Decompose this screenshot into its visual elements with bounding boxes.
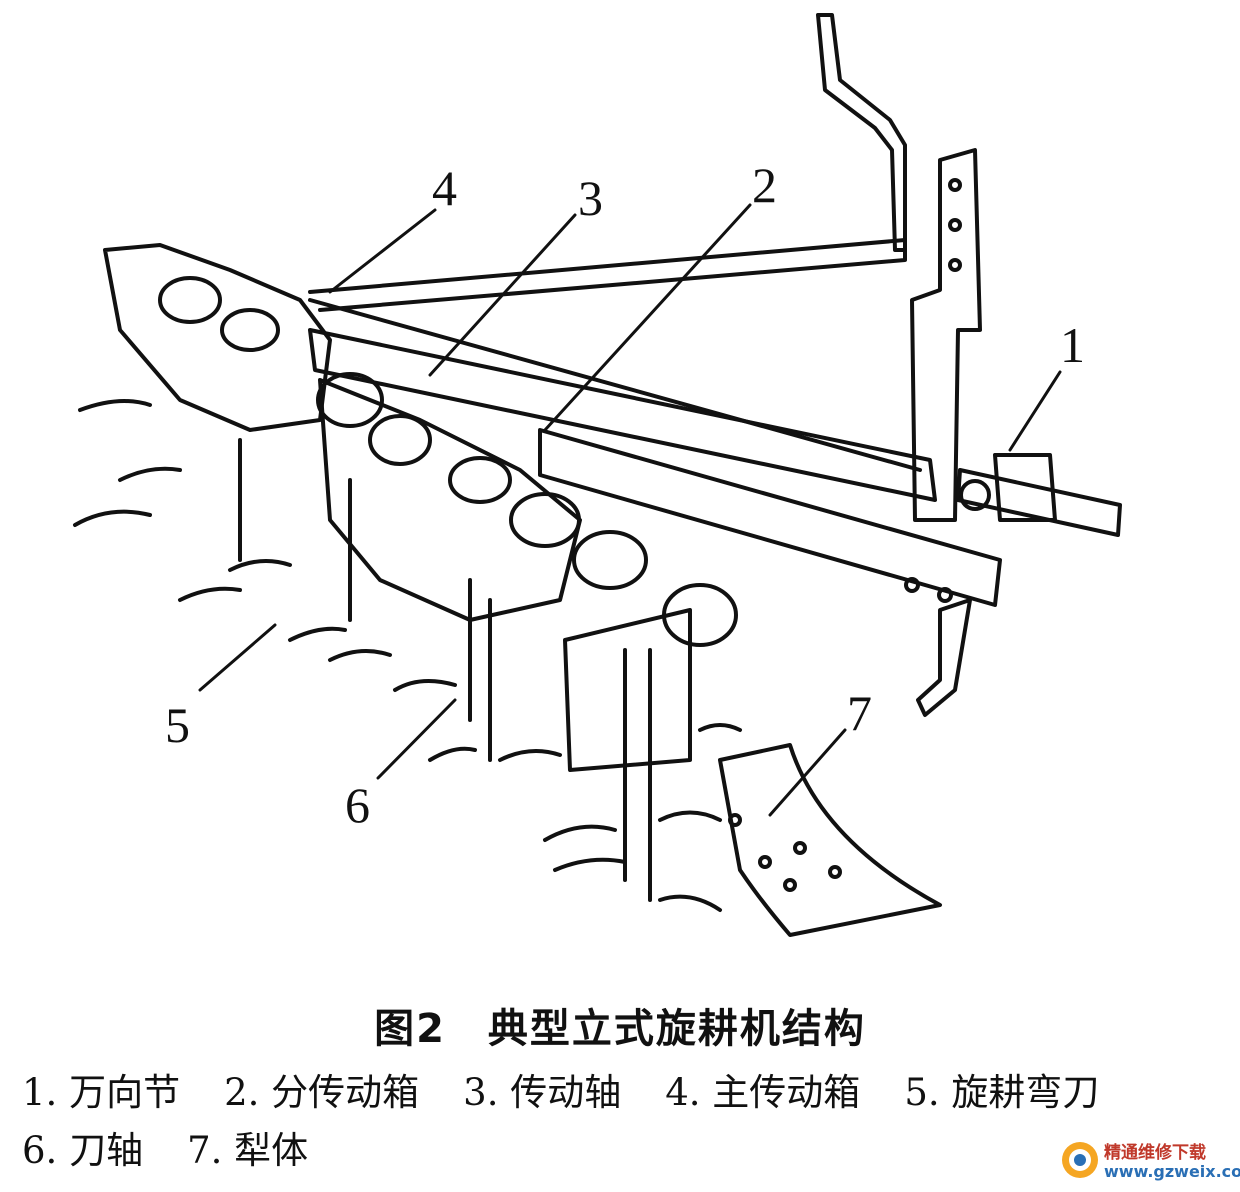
leader-4 [328, 208, 437, 294]
legend-item-5: 5. 旋耕弯刀 [904, 1071, 1100, 1114]
legend-item-7: 7. 犁体 [187, 1129, 309, 1172]
top-link [308, 238, 907, 312]
diagonal-brace [308, 298, 922, 472]
leader-2 [543, 203, 752, 432]
callout-2: 2 [752, 157, 777, 213]
callout-5: 5 [165, 697, 190, 753]
hitch-mast [910, 148, 982, 522]
leader-6 [376, 698, 457, 780]
eye-logo-icon [1062, 1142, 1098, 1178]
legend-item-3: 3. 传动轴 [463, 1071, 622, 1114]
callout-3: 3 [578, 170, 603, 226]
callout-4: 4 [432, 160, 457, 216]
leader-3 [428, 213, 577, 377]
callout-7: 7 [847, 685, 872, 741]
gearbox-middle [318, 378, 582, 622]
legend-item-4: 4. 主传动箱 [665, 1071, 861, 1114]
watermark-name: 精通维修下载 [1104, 1143, 1206, 1163]
watermark-url: www.gzweix.com [1104, 1162, 1240, 1181]
callout-1: 1 [1060, 317, 1085, 373]
lower-frame [538, 428, 1002, 607]
leader-5 [198, 623, 277, 692]
plough-body [718, 743, 942, 937]
legend-item-6: 6. 刀轴 [22, 1129, 144, 1172]
main-beam [308, 328, 937, 502]
leader-7 [768, 728, 847, 817]
callout-6: 6 [345, 777, 370, 833]
legend-item-1: 1. 万向节 [22, 1071, 181, 1114]
legend-item-2: 2. 分传动箱 [224, 1071, 420, 1114]
figure-legend: 1. 万向节 2. 分传动箱 3. 传动轴 4. 主传动箱 5. 旋耕弯刀 6. 刀轴 7.… [22, 1064, 1222, 1180]
blade [78, 399, 152, 412]
figure-title: 图2 典型立式旋耕机结构 [374, 1006, 866, 1052]
pto-shaft [956, 468, 1122, 537]
watermark: 精通维修下载 www.gzweix.com [1060, 1136, 1240, 1186]
leader-1 [1008, 370, 1062, 452]
rotary-tiller-diagram: 1 2 3 4 5 6 7 [73, 13, 1122, 937]
hitch-lever [816, 13, 907, 252]
